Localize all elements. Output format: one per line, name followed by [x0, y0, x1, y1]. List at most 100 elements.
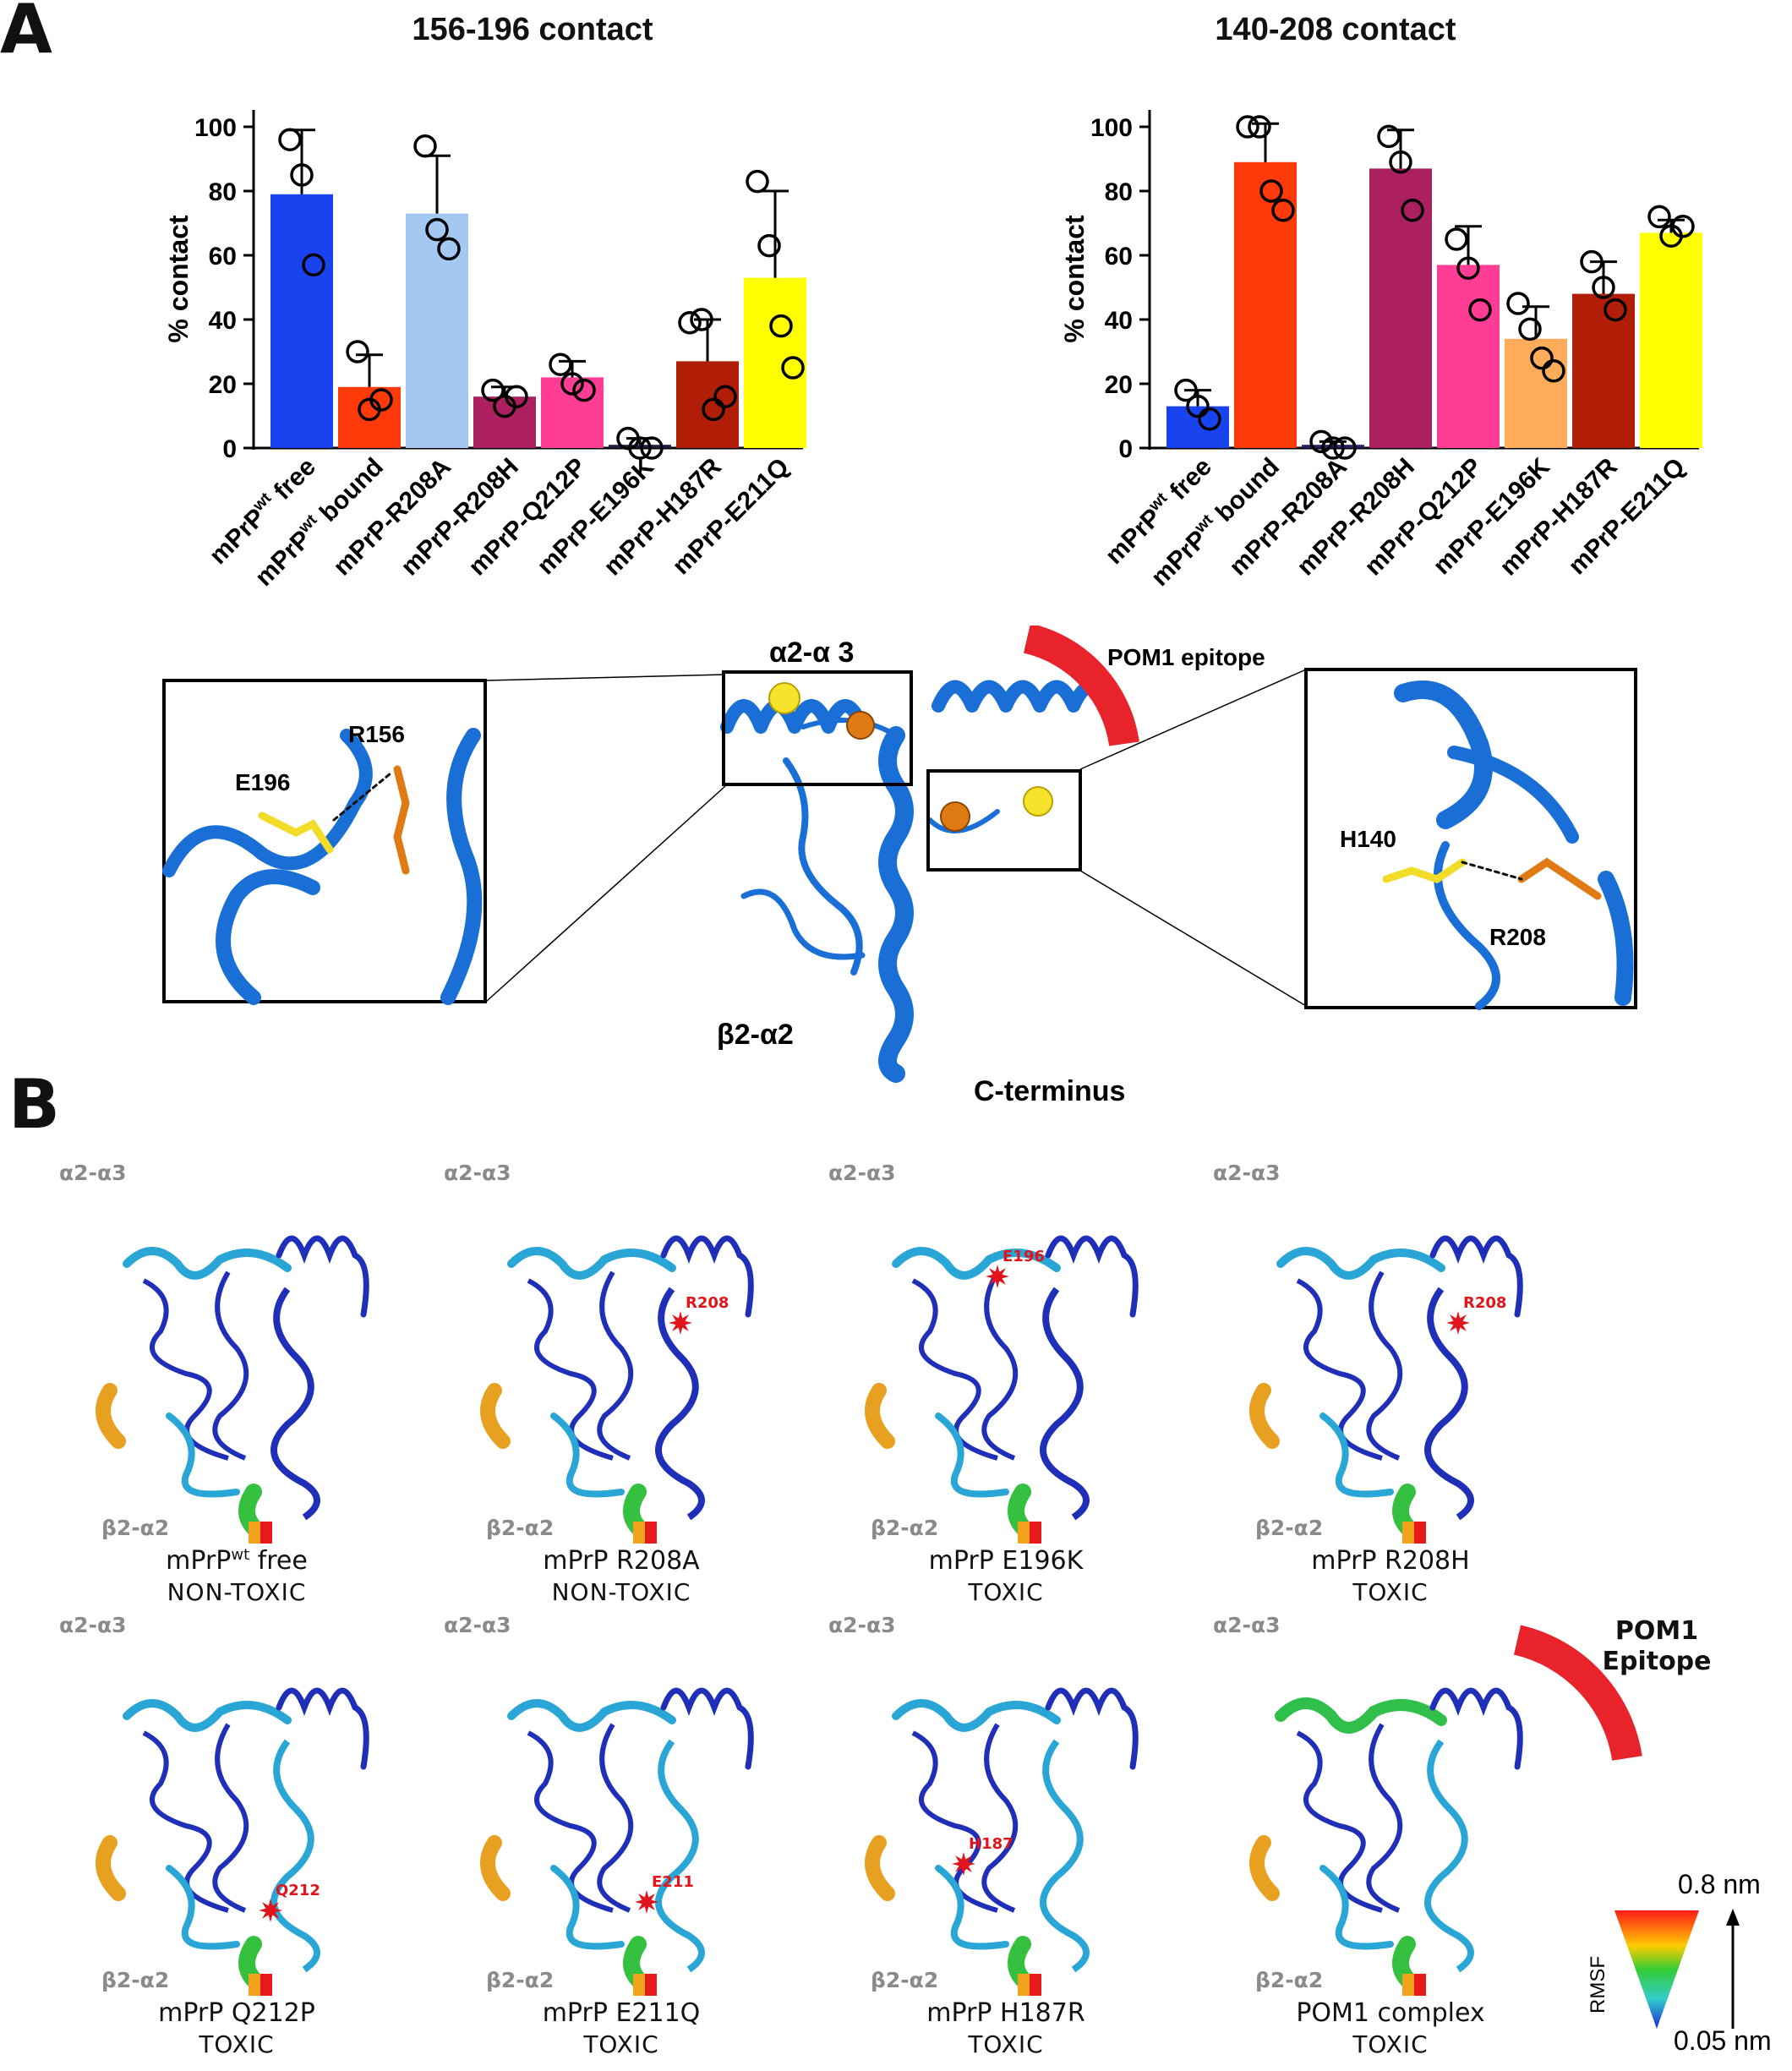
- zoom-box-h140-r208: [926, 769, 1082, 872]
- up-arrow-icon: [1726, 1909, 1740, 1926]
- region-label-a2a3: α2-α3: [828, 1161, 896, 1185]
- rmsf-panel-toxicity: TOXIC: [1352, 2030, 1429, 2058]
- residue-sphere: [940, 801, 970, 832]
- data-point: [425, 217, 449, 242]
- region-label-a2a3: α2-α3: [828, 1613, 896, 1637]
- data-point: [1259, 179, 1283, 203]
- r156-label: R156: [348, 721, 405, 747]
- bar: [744, 277, 806, 448]
- data-point: [278, 128, 302, 151]
- pom1-epitope-label: POM1 epitope: [1107, 644, 1265, 670]
- bar: [270, 194, 333, 449]
- rmsf-panel-name: mPrPwt free: [166, 1546, 308, 1576]
- rmsf-ribbon-structure: [865, 1687, 1139, 1996]
- rmsf-ribbon-structure: [480, 1235, 754, 1544]
- y-tick-label: 40: [209, 307, 237, 335]
- region-label-a2a3: α2-α3: [444, 1613, 511, 1637]
- data-point: [690, 308, 713, 331]
- region-label-b2a2: β2-α2: [486, 1516, 555, 1540]
- data-point: [1604, 298, 1627, 322]
- data-point: [1445, 227, 1468, 251]
- data-point: [549, 352, 572, 376]
- data-point: [1248, 115, 1271, 139]
- rmsf-legend: 0.8 nm 0.05 nm RMSF: [1589, 1869, 1772, 2054]
- data-point: [1333, 436, 1357, 460]
- data-point: [1309, 429, 1333, 454]
- mutation-star-icon: [1446, 1311, 1470, 1335]
- a2a3-label: α2-α 3: [769, 637, 854, 669]
- data-point: [1506, 292, 1530, 315]
- region-label-b2a2: β2-α2: [101, 1968, 170, 1992]
- inset-right-sticks: [1382, 857, 1602, 900]
- x-tick-label: mPrP-E196K: [532, 452, 659, 580]
- data-point: [1236, 115, 1259, 139]
- data-point: [1518, 317, 1542, 342]
- x-tick-label: mPrP-R208A: [328, 453, 456, 582]
- data-point: [1377, 124, 1401, 149]
- rmsf-ribbon-structure: [96, 1687, 369, 1996]
- e196-label: E196: [235, 769, 290, 795]
- zoom-connector-line: [485, 785, 726, 1003]
- rmsf-gradient-triangle: [1614, 1910, 1699, 2029]
- bar: [609, 445, 671, 448]
- chart-title-2: 140-208 contact: [1215, 12, 1456, 47]
- rmsf-ribbon-structure: [1249, 1235, 1523, 1544]
- data-point: [1271, 199, 1295, 222]
- rmsf-panel-toxicity: NON-TOXIC: [551, 1578, 691, 1606]
- data-point: [1456, 256, 1480, 280]
- panel-label-b: B: [8, 1065, 60, 1144]
- data-point: [1592, 276, 1615, 299]
- rmsf-panel-toxicity: TOXIC: [199, 2030, 275, 2058]
- y-tick-label: 20: [1105, 371, 1133, 399]
- data-point: [481, 378, 505, 402]
- data-point: [1401, 199, 1424, 222]
- rmsf-panel-toxicity: TOXIC: [968, 1578, 1044, 1606]
- data-point: [769, 314, 793, 338]
- rmsf-panel-toxicity: TOXIC: [1352, 1578, 1429, 1606]
- bar: [1234, 161, 1297, 449]
- region-label-b2a2: β2-α2: [1255, 1516, 1324, 1540]
- data-point: [678, 311, 702, 335]
- mutation-label: E196: [1003, 1248, 1045, 1265]
- data-point: [746, 169, 769, 194]
- rmsf-panel-name: mPrP E196K: [928, 1546, 1084, 1576]
- residue-sphere: [1023, 786, 1053, 817]
- rmsf-panel-name: mPrP E211Q: [542, 1998, 701, 2028]
- mutation-star-icon: [986, 1265, 1009, 1288]
- pom1-epitope-label-b: POM1 Epitope: [1602, 1616, 1712, 1676]
- x-tick-label: mPrP-Q212P: [1359, 453, 1488, 582]
- mutation-star-icon: [952, 1852, 975, 1876]
- data-point: [1530, 346, 1554, 370]
- y-axis-label: % contact: [1059, 215, 1090, 342]
- rmsf-ribbon-structure: [480, 1687, 754, 1996]
- pom1-epitope-arc: [1023, 626, 1139, 746]
- x-tick-label: mPrP-H187R: [598, 452, 727, 581]
- chart-title-1: 156-196 contact: [412, 12, 653, 47]
- rmsf-panel-name: POM1 complex: [1296, 1998, 1485, 2028]
- y-tick-label: 80: [209, 178, 237, 206]
- rmsf-panel-toxicity: TOXIC: [968, 2030, 1044, 2058]
- data-point: [413, 134, 437, 158]
- r208-label: R208: [1489, 924, 1546, 950]
- rmsf-panel-name: mPrP Q212P: [158, 1998, 315, 2028]
- y-tick-label: 100: [194, 114, 237, 142]
- y-tick-label: 0: [1118, 435, 1133, 463]
- data-point: [369, 388, 393, 412]
- h140-label: H140: [1340, 826, 1396, 852]
- rmsf-panel-toxicity: TOXIC: [583, 2030, 659, 2058]
- y-tick-label: 40: [1105, 307, 1133, 335]
- data-point: [560, 372, 584, 396]
- y-tick-label: 80: [1105, 178, 1133, 206]
- data-point: [505, 385, 528, 408]
- c-terminus-label: C-terminus: [974, 1075, 1125, 1107]
- residue-sphere: [846, 711, 875, 740]
- data-point: [702, 397, 725, 422]
- x-tick-label: mPrP-Q212P: [463, 453, 592, 582]
